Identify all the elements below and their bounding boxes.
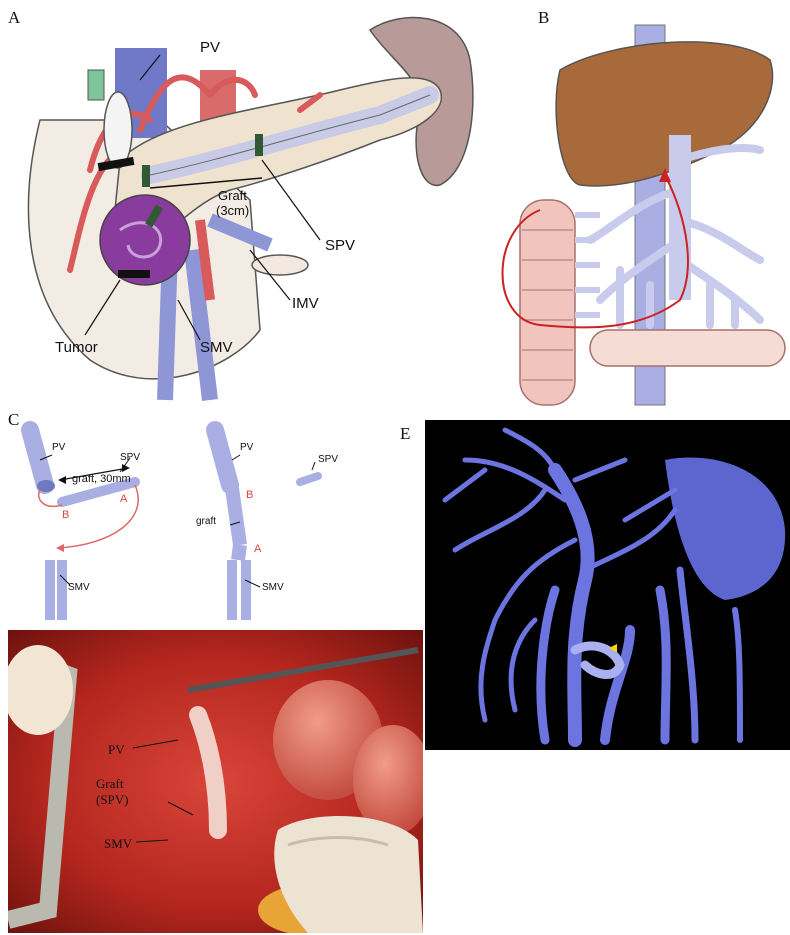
c-pv-label-right: PV xyxy=(240,442,254,453)
a-imv-label: IMV xyxy=(292,295,319,312)
panel-a-illustration: PV Graft (3cm) SPV IMV SMV Tumor xyxy=(0,0,480,410)
panel-a: A xyxy=(0,0,480,410)
c-a-label-left: A xyxy=(120,493,128,505)
d-graft-label: Graft xyxy=(96,776,124,791)
a-pv-label: PV xyxy=(200,39,220,56)
c-graft-label-right: graft xyxy=(196,516,216,527)
panel-b: B xyxy=(480,0,790,410)
c-b-label-left: B xyxy=(62,509,69,521)
panel-b-letter: B xyxy=(538,8,549,28)
panel-a-letter: A xyxy=(8,8,20,28)
c-spv-label-left: SPV xyxy=(120,452,140,463)
a-graft-length-label: (3cm) xyxy=(216,203,249,218)
a-spv-label: SPV xyxy=(325,237,355,254)
panel-b-illustration xyxy=(480,0,790,410)
c-spv-label-right: SPV xyxy=(318,454,338,465)
d-graft-spv-label: (SPV) xyxy=(96,792,129,807)
a-graft-label: Graft xyxy=(218,188,247,203)
panel-e: E xyxy=(400,420,790,750)
panel-c-letter: C xyxy=(8,410,19,430)
d-smv-label: SMV xyxy=(104,836,133,851)
panel-e-letter: E xyxy=(400,424,410,444)
c-smv-label-right: SMV xyxy=(262,582,284,593)
d-pv-label: PV xyxy=(108,742,125,757)
panel-d: D PV Graft xyxy=(0,625,425,935)
c-smv-label-left: SMV xyxy=(68,582,90,593)
c-b-label-right: B xyxy=(246,489,253,501)
a-tumor-label: Tumor xyxy=(55,339,98,356)
c-pv-label-left: PV xyxy=(52,442,66,453)
c-graft-length-label: graft, 30mm xyxy=(72,473,131,485)
panel-c-illustration: PV SPV graft, 30mm A B SMV PV SPV B graf… xyxy=(0,410,420,625)
c-a-label-right: A xyxy=(254,543,262,555)
panel-e-ct-image xyxy=(425,420,790,750)
panel-d-surgical-photo: PV Graft (SPV) SMV xyxy=(8,630,423,933)
panel-c: C PV SPV graft, 30mm A B SMV PV SPV B gr… xyxy=(0,410,420,625)
a-smv-label: SMV xyxy=(200,339,233,356)
